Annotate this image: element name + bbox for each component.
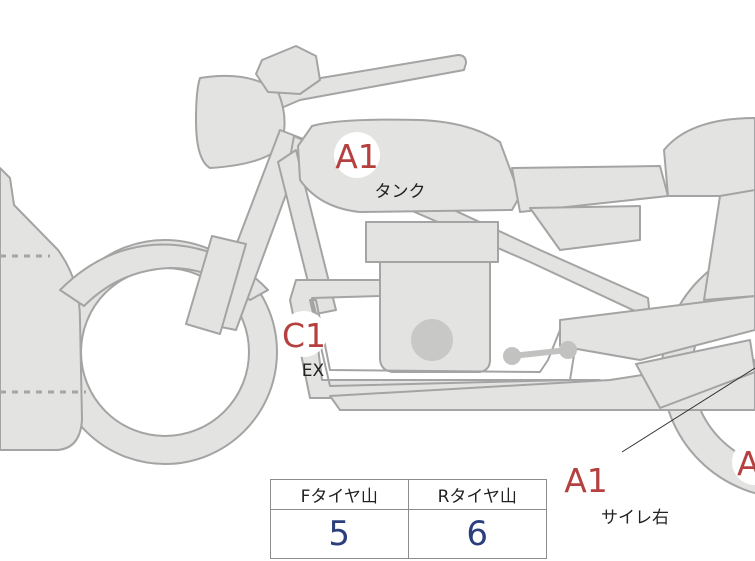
tire-tread-table: Fタイヤ山 Rタイヤ山 5 6 [270,479,547,559]
muffler [329,359,755,411]
marker-code: A [737,444,755,483]
marker-code: A1 [564,461,608,500]
marker-c1-exhaust: C1 EX [281,311,327,381]
handlebar [264,54,467,113]
bag-dashed-lines [0,254,86,394]
marker-code: A1 [335,137,379,176]
left-side-bag [0,167,83,451]
rear-seat [663,117,755,197]
seat [511,165,669,213]
marker-label: タンク [375,182,426,202]
rear-tire-value: 6 [466,514,489,554]
marker-label: サイレ右 [601,508,669,528]
frame-down [277,149,337,315]
marker-a1-tank: A1 タンク [334,132,426,202]
side-cover [529,205,641,251]
engine-cover [411,319,453,361]
fork-bracket [255,45,321,95]
marker-a-partial: A [732,439,755,485]
front-fork-lower [185,235,247,335]
front-tire-value: 5 [271,510,409,558]
marker-label: EX [302,361,325,381]
rear-tire-header: Rタイヤ山 [408,480,546,510]
marker-a1-muffler-right: A1 サイレ右 [563,456,669,528]
rear-shock [635,339,755,409]
leader-line [621,367,755,453]
footpeg [503,341,577,365]
front-tire-header: Fタイヤ山 [271,480,409,510]
engine-head [365,221,499,263]
rear-frame [703,189,755,301]
marker-code: C1 [282,316,326,355]
